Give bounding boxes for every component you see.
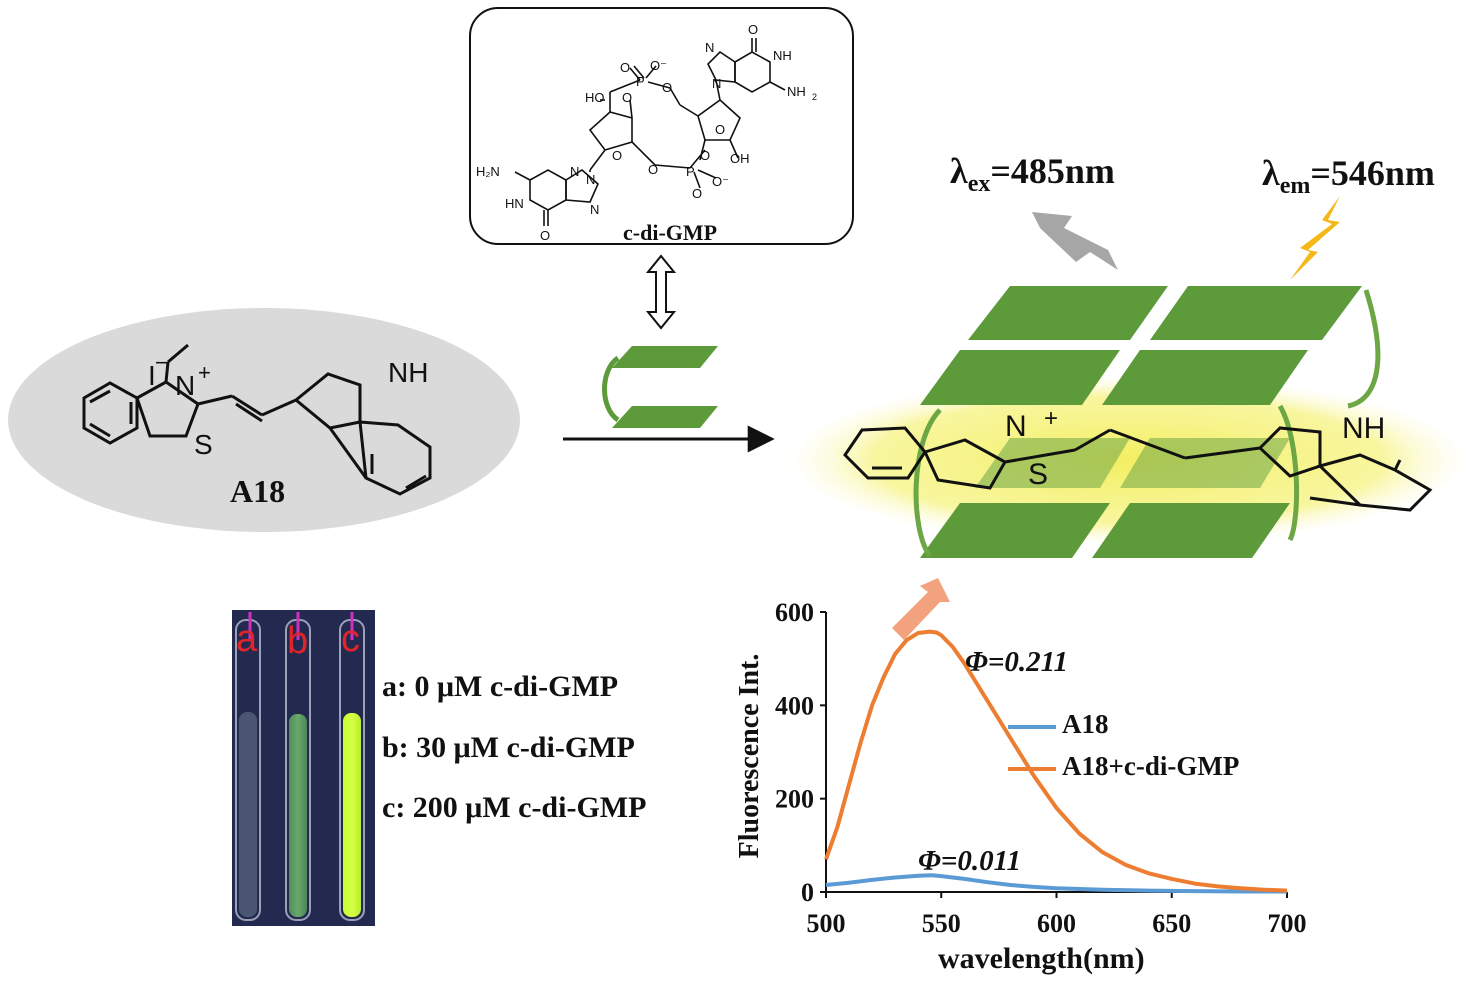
chart-y-tick-label: 600 (775, 598, 814, 627)
emission-value: =546nm (1310, 153, 1435, 193)
condition-b: b: 30 μM c-di-GMP (382, 731, 635, 764)
cdigmp-atom-o-top: O (748, 22, 758, 37)
legend-label-a18-cdigmp: A18+c-di-GMP (1062, 751, 1240, 781)
chart-x-tick-label: 550 (922, 909, 961, 938)
cdigmp-atom-o-a: O (622, 90, 632, 105)
tube-photo (232, 610, 375, 926)
legend-label-a18: A18 (1062, 709, 1109, 739)
cdigmp-atom-o-ring2: O (715, 122, 725, 137)
excitation-label: λex=485nm (950, 150, 1115, 198)
chart-series-line-a18-cdigmp (824, 629, 1288, 893)
cdigmp-atom-o-bot: O (540, 228, 550, 243)
cdigmp-atom-p-top: P (636, 74, 645, 89)
a18-nh: NH (388, 357, 428, 388)
cdigmp-atom-n-c: N (570, 164, 579, 179)
chart-series-line-a18 (825, 873, 1287, 894)
complex-n: N (1005, 410, 1027, 443)
excitation-sub: ex (967, 171, 991, 198)
cdigmp-atom-p-bot: P (686, 164, 695, 179)
cdigmp-atom-ho: HO (585, 90, 605, 105)
a18-label: A18 (230, 473, 285, 509)
cdigmp-atom-nh-right: NH (773, 48, 792, 63)
chart-y-tick-label: 200 (775, 785, 814, 814)
cdigmp-atom-n-a: N (705, 40, 714, 55)
tube-a (235, 619, 261, 921)
cdigmp-label: c-di-GMP (623, 220, 718, 245)
excitation-value: =485nm (990, 151, 1115, 191)
cdigmp-atom-o-c: O (662, 80, 672, 95)
cdigmp-atom-nh2-right: NH (787, 84, 806, 99)
cdigmp-structure: O NH NH 2 N N HO O P O O⁻ O O O OH O P O… (469, 7, 854, 245)
a18-iodide: I (148, 360, 156, 391)
cdigmp-atom-nh2-sub: 2 (812, 92, 817, 102)
cdigmp-atom-n-d: N (590, 202, 599, 217)
emission-label: λem=546nm (1262, 152, 1435, 200)
a18-n-plus: N (175, 370, 195, 401)
chart-xlabel: wavelength(nm) (938, 942, 1145, 975)
cdigmp-atom-o-b: O (620, 60, 630, 75)
cdigmp-atom-hn: HN (505, 196, 524, 211)
emission-arrow (892, 578, 950, 640)
chart-ylabel: Fluorescence Int. (734, 653, 765, 859)
excitation-symbol: λ (950, 151, 968, 191)
cdigmp-atom-o-d: O (700, 148, 710, 163)
cdigmp-atom-o-f: O (692, 186, 702, 201)
legend-swatch-a18 (1008, 725, 1056, 729)
a18-s: S (194, 429, 213, 460)
complex-plus: + (1044, 405, 1058, 432)
emission-flash-icon (1290, 196, 1340, 280)
chart-x-tick-label: 700 (1268, 909, 1307, 938)
cdigmp-atom-oh: OH (730, 151, 750, 166)
a18-structure: I − N + S NH A18 (8, 308, 520, 532)
cdigmp-atom-o-e: O (648, 162, 658, 177)
legend-swatch-a18-cdigmp (1008, 767, 1056, 771)
tube-label-a: a (236, 618, 258, 660)
gquad-icon (602, 346, 718, 428)
cdigmp-box (469, 7, 854, 245)
chart-y-tick-label: 0 (801, 878, 814, 907)
a18-iodide-minus: − (155, 350, 168, 375)
emission-sub: em (1279, 173, 1311, 200)
condition-c: c: 200 μM c-di-GMP (382, 791, 647, 824)
condition-a: a: 0 μM c-di-GMP (382, 670, 619, 703)
binding-double-arrow (645, 254, 677, 330)
chart-x-tick-label: 600 (1037, 909, 1076, 938)
complex-nh: NH (1342, 412, 1385, 445)
chart-y-tick-label: 400 (775, 691, 814, 720)
a18-plus: + (198, 360, 211, 385)
emission-symbol: λ (1262, 153, 1280, 193)
chart-x-tick-label: 650 (1152, 909, 1191, 938)
chart-x-tick-label: 500 (807, 909, 846, 938)
annotation-phi-low: Φ=0.011 (918, 845, 1022, 877)
cdigmp-atom-n-e: N (586, 172, 595, 187)
a18-ellipse (8, 308, 520, 532)
fluorescence-chart: 0 200 400 600 500 550 600 650 700 (775, 598, 1307, 938)
tube-label-c: c (341, 618, 360, 660)
cdigmp-atom-n-b: N (712, 76, 721, 91)
cdigmp-atom-h2n: H₂N (476, 164, 500, 179)
tube-label-b: b (287, 620, 309, 662)
annotation-phi-high: Φ=0.211 (965, 646, 1069, 678)
complex-s: S (1028, 458, 1048, 491)
cdigmp-atom-o-ring: O (612, 148, 622, 163)
complex-structure: N + S NH (788, 286, 1468, 558)
cdigmp-atom-om-top: O⁻ (650, 58, 667, 73)
excitation-flash-icon (1032, 212, 1118, 270)
cdigmp-atom-om-bot: O⁻ (712, 174, 729, 189)
